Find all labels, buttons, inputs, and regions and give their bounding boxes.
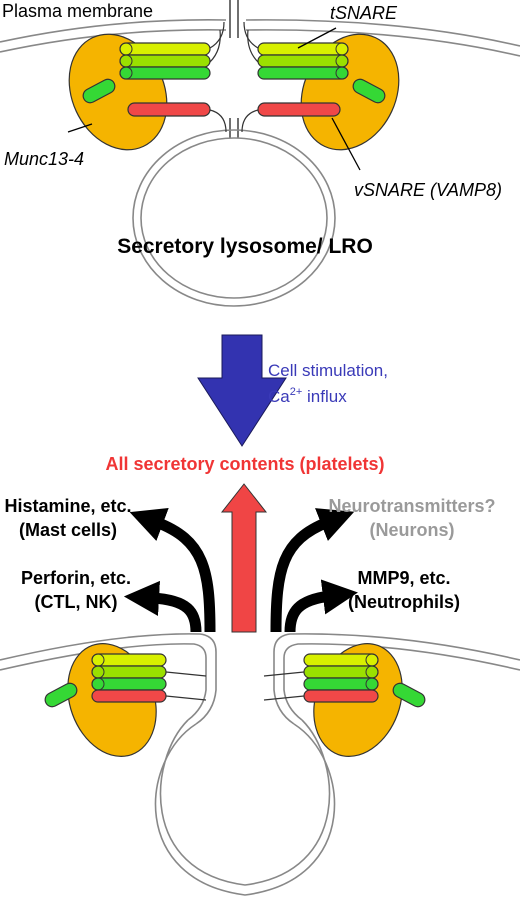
munc-green-right [352,78,386,104]
vsnare-left [127,102,211,117]
ctl-nk-label: (CTL, NK) [35,592,118,612]
plasma-membrane-label: Plasma membrane [2,1,153,21]
munc13-4-right [300,33,400,151]
histamine-label: Histamine, etc. [4,496,131,516]
stimulation-label-line2: Ca2+ influx [268,386,347,406]
snare-complex-left [91,653,207,703]
neuron-arrow [270,508,355,633]
fused-vesicle-inner [159,719,331,886]
top-panel: Plasma membrane tSNARE Munc13-4 vSNARE (… [0,0,520,307]
mmp9-label: MMP9, etc. [357,568,450,588]
stimulation-arrow [197,334,287,447]
neurons-label: (Neurons) [370,520,455,540]
fused-vesicle-outer [154,723,336,896]
all-secretory-contents-label: All secretory contents (platelets) [105,454,384,474]
vsnare-label: vSNARE (VAMP8) [354,180,502,200]
tsnare-left [119,42,211,80]
vsnare-right [257,102,341,117]
secretory-lysosome-outer [132,129,336,307]
plasma-membrane-inner-right [245,29,520,57]
munc-green-bottom-right [392,682,426,708]
munc13-4-label: Munc13-4 [4,149,84,169]
secretory-lysosome-inner [140,137,328,299]
bottom-panel [0,633,520,896]
snare-complex-right [263,653,379,703]
neurotransmitters-label: Neurotransmitters? [328,496,495,516]
lysosome-label: Secretory lysosome/ LRO [117,235,373,258]
tsnare-label: tSNARE [330,3,398,23]
perforin-label: Perforin, etc. [21,568,131,588]
neutrophils-label: (Neutrophils) [348,592,460,612]
tsnare-right [257,42,349,80]
platelet-secretion-arrow [220,483,268,633]
munc-green-bottom-left [44,682,78,708]
plasma-membrane-outer-right [245,19,520,47]
stimulation-label-line1: Cell stimulation, [268,361,388,380]
munc-green-left [82,78,116,104]
neutrophil-arrow [284,579,358,633]
plasma-membrane-outer [0,19,227,43]
mast-cell-arrow [129,507,216,633]
mast-cells-label: (Mast cells) [19,520,117,540]
ctl-nk-arrow [123,580,202,633]
munc13-4-left [68,33,168,151]
